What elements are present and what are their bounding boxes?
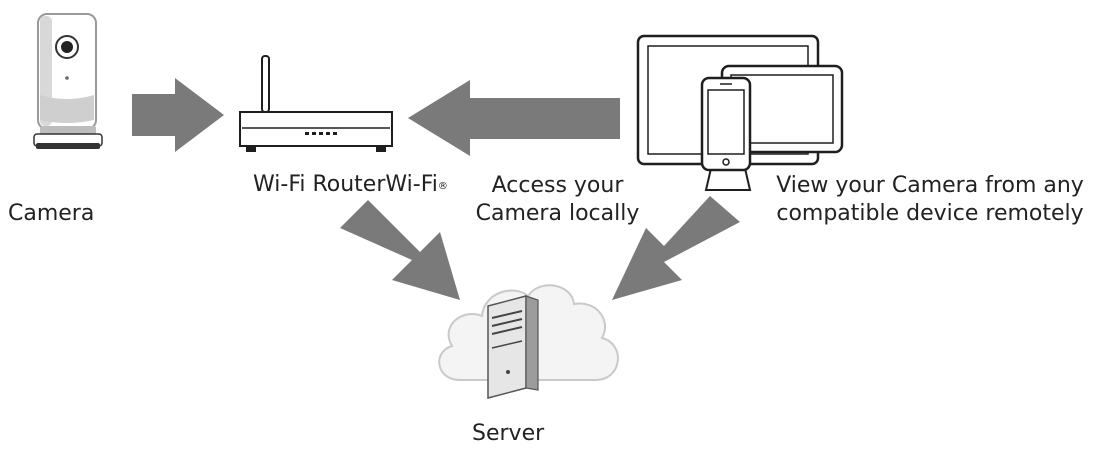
view-label-line1: View your Camera from any bbox=[776, 173, 1084, 198]
arrow-router-to-server bbox=[340, 200, 460, 300]
arrow-devices-to-server bbox=[612, 196, 740, 300]
view-remotely-label: View your Camera from any compatible dev… bbox=[770, 172, 1090, 228]
camera-label: Camera bbox=[8, 200, 94, 228]
arrow-devices-to-router bbox=[408, 80, 620, 156]
cloud-server-icon bbox=[438, 284, 619, 399]
router-label-text: Wi-Fi RouterWi-Fi bbox=[253, 172, 438, 197]
router-label: Wi-Fi RouterWi-Fi® bbox=[253, 171, 448, 199]
server-label: Server bbox=[472, 420, 544, 448]
camera-label-text: Camera bbox=[8, 201, 95, 226]
camera-icon bbox=[33, 13, 103, 149]
access-locally-label: Access your Camera locally bbox=[470, 172, 645, 228]
server-label-text: Server bbox=[472, 421, 545, 446]
view-label-line2: compatible device remotely bbox=[776, 201, 1084, 226]
access-label-line2: Camera locally bbox=[475, 201, 640, 226]
wifi-router-icon bbox=[239, 55, 393, 152]
arrow-camera-to-router bbox=[132, 78, 224, 152]
access-label-line1: Access your bbox=[491, 173, 624, 198]
registered-mark: ® bbox=[437, 181, 448, 192]
monitor-tablet-phone-icon bbox=[636, 34, 844, 191]
